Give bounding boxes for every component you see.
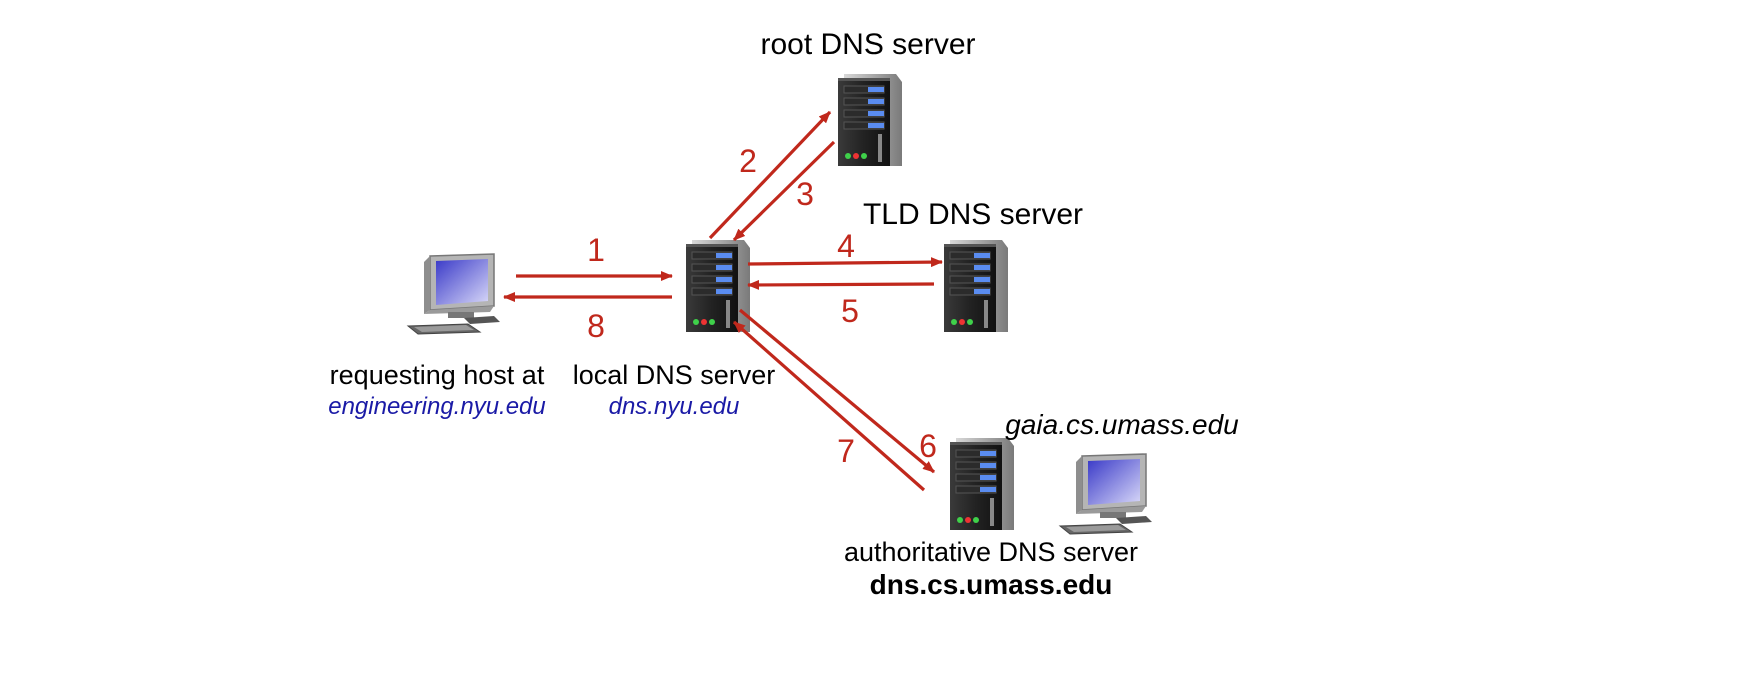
gaia-host-computer-icon: [1059, 453, 1153, 535]
requesting-host-hostname: engineering.nyu.edu: [328, 393, 546, 420]
local-dns-hostname: dns.nyu.edu: [609, 393, 740, 420]
arrow-step-6: [738, 308, 936, 474]
local-dns-label: local DNS server: [573, 360, 776, 390]
step-label-7: 7: [837, 433, 855, 469]
step-label-3: 3: [796, 176, 814, 212]
arrow-step-7: [732, 320, 926, 492]
local-dns-server-icon: [685, 239, 751, 333]
authoritative-dns-label: authoritative DNS server: [844, 537, 1138, 567]
gaia-host-label: gaia.cs.umass.edu: [1005, 409, 1239, 440]
step-label-8: 8: [587, 308, 605, 344]
step-label-4: 4: [837, 228, 855, 264]
requesting-host-computer-icon: [407, 253, 501, 335]
step-label-2: 2: [739, 143, 757, 179]
root-dns-server-icon: [837, 73, 903, 167]
tld-dns-label: TLD DNS server: [863, 198, 1083, 231]
tld-dns-server-icon: [943, 239, 1009, 333]
arrow-step-5: [747, 279, 935, 290]
step-label-6: 6: [919, 428, 937, 464]
arrow-step-4: [747, 257, 943, 268]
arrow-step-2: [708, 110, 832, 240]
requesting-host-label: requesting host at: [330, 360, 545, 390]
root-dns-label: root DNS server: [760, 28, 975, 61]
authoritative-dns-server-icon: [949, 437, 1015, 531]
arrow-step-3: [732, 140, 836, 242]
step-label-1: 1: [587, 232, 605, 268]
step-label-5: 5: [841, 293, 859, 329]
authoritative-dns-hostname: dns.cs.umass.edu: [870, 569, 1113, 600]
